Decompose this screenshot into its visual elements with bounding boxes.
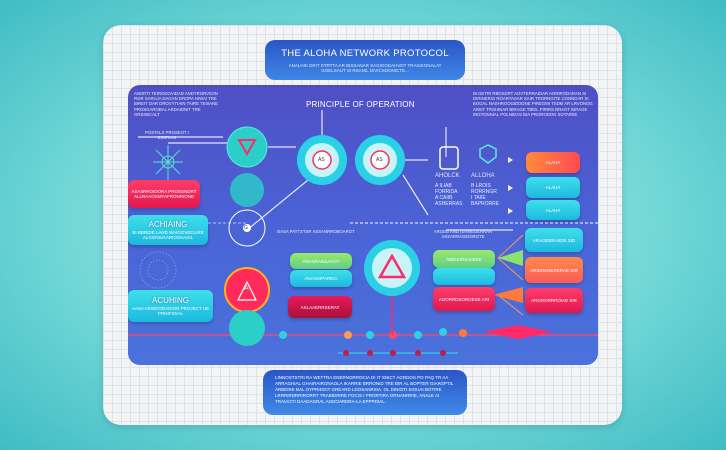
circle-node — [230, 173, 264, 207]
top-right-note: BI DETRI RBOSDRT AOVTERRAIDAR AORIRODARA… — [473, 91, 593, 117]
button-title: ACHIAING — [148, 220, 188, 229]
triangle-icon — [237, 139, 257, 157]
connector-line — [402, 174, 429, 216]
diagram-panel: PRINCIPLE OF OPERATION ANORTI TEIRODOVID… — [128, 85, 598, 365]
section-heading: PRINCIPLE OF OPERATION — [306, 100, 415, 109]
button-text: ASLAAERRSERAT — [300, 304, 340, 310]
arrow-shape — [498, 250, 523, 266]
button-text: ASAIIRROIDORA PROSSNDRT ALLRAAOSMTAFRONR… — [131, 189, 197, 199]
device-line: B LROIS — [471, 183, 491, 189]
mid-right-button-3[interactable]: ADORRDSOROESE ARI — [433, 287, 495, 311]
bus-node — [414, 331, 422, 339]
mid-right-button-2[interactable] — [433, 268, 495, 285]
device-name: ALLOHA — [471, 173, 495, 179]
left-button-achiaing[interactable]: ACHIAING BI BBRIDE LAND WAIGOVEDLIRE ALG… — [128, 215, 208, 245]
bus-node — [367, 350, 373, 356]
chevron-right-icon — [508, 208, 513, 214]
node-label-as: AS — [376, 157, 383, 163]
bus-node — [415, 350, 421, 356]
device-icon — [439, 146, 459, 170]
title-subtitle: ANALHIK DRIT STRTTA AR BISSANAR SAGIGODA… — [288, 63, 442, 73]
mid-left-button-3[interactable]: ASLAAERRSERAT — [288, 296, 352, 318]
right-button-alaha-2[interactable]: ALAHA — [526, 177, 580, 198]
node-label-g: G — [244, 225, 248, 231]
connector-line — [497, 234, 524, 259]
device-line: I TAIIE — [471, 195, 486, 201]
far-right-button-3[interactable]: ARGRORRROIAE SIR — [525, 288, 583, 313]
connector-line — [497, 294, 524, 316]
radar-icon — [147, 259, 169, 281]
right-button-alaha-1[interactable]: ALAHA — [526, 152, 580, 173]
left-button-acuhing[interactable]: ACUHING AASA ARSIDODADION PROJECT UE PRI… — [128, 290, 213, 322]
device-line: A CAIIB — [435, 195, 453, 201]
triangle-icon — [237, 280, 257, 301]
bus-node — [390, 350, 396, 356]
device-name: AHOLCK — [435, 173, 460, 179]
button-text: ANASRANSAAOT — [302, 258, 340, 264]
bus-nodes — [279, 328, 467, 356]
radar-icon — [139, 251, 177, 289]
as-node-core — [312, 150, 332, 170]
device-line: RORRNGR — [471, 189, 497, 195]
bus-node — [279, 331, 287, 339]
shield-icon — [479, 144, 497, 164]
button-text: ARAGEBRAIIDE SID — [532, 237, 576, 243]
device-lines: A ILIAB FORRIDA A CAIIB ASHERRAS — [435, 183, 463, 207]
mid-right-button-1[interactable]: ABDISIRSAIIBDE — [433, 250, 495, 268]
wheel-hub — [243, 224, 251, 232]
button-text: ADORRDSOROESE ARI — [438, 296, 490, 302]
diamond-shape — [483, 325, 553, 339]
device-line: A ILIAB — [435, 183, 452, 189]
arrow-shape — [493, 287, 523, 303]
connector-line — [246, 179, 309, 231]
button-title: ACUHING — [152, 296, 189, 305]
triangle-icon — [377, 253, 407, 279]
button-text: ARGRORRROIAE SIR — [531, 298, 577, 303]
bus-node — [343, 350, 349, 356]
footer-text: LINNOSTSTRI RA WETTRA ENERNORROCIA DI IT… — [275, 375, 454, 404]
far-right-button-1[interactable]: ARAGEBRAIIDE SID — [525, 228, 583, 252]
diagram-connections — [128, 110, 598, 356]
node-label-a: A — [244, 285, 249, 292]
device-line: BAPRORRE — [471, 201, 500, 207]
button-text: BI BBRIDE LAND WAIGOVEDLIRE ALGONSIAARIO… — [132, 230, 204, 240]
bus-node — [439, 328, 447, 336]
page-title: THE ALOHA NETWORK PROTOCOL — [281, 48, 449, 59]
footer-description: LINNOSTSTRI RA WETTRA ENERNORROCIA DI IT… — [263, 370, 467, 415]
right-button-alaha-3[interactable]: ALAHA — [526, 200, 580, 220]
bus-node — [389, 331, 397, 339]
button-text: AASA ARSIDODADION PROJECT UE PRINFIOIAL — [131, 306, 210, 316]
top-left-note: ANORTI TEIRODOVIDAD ANDTRORVIOIN ROR SAR… — [134, 91, 218, 117]
far-right-button-2[interactable]: ARIDRERERERAE SIR — [525, 257, 583, 283]
device-line: FORRIDA — [435, 189, 458, 195]
bus-node — [459, 329, 467, 337]
node-label-as: AS — [318, 157, 325, 163]
left-button-1[interactable]: ASAIIRROIDORA PROSSNDRT ALLRAAOSMTAFRONR… — [128, 180, 200, 208]
chevron-right-icon — [508, 157, 513, 163]
chevron-right-icon — [508, 185, 513, 191]
button-text: ALAHA — [545, 207, 561, 213]
wheel-node — [228, 209, 266, 247]
button-text: ABDISIRSAIIBDE — [446, 256, 482, 262]
bus-node — [344, 331, 352, 339]
device-line: ASHERRAS — [435, 201, 463, 207]
mid-left-caption: BASA PATTSTSR ASSANRROBOAROT — [277, 229, 355, 234]
device-lines: B LROIS RORRNGR I TAIIE BAPRORRE — [471, 183, 499, 207]
mid-left-button-1[interactable]: ANASRANSAAOT — [290, 253, 352, 269]
as-node-core — [370, 150, 390, 170]
bus-node — [366, 331, 374, 339]
hub-label: POSTALS PROSEOT I ESSRIAS — [144, 130, 189, 141]
circle-node — [229, 310, 265, 346]
network-hub-icon — [153, 145, 183, 180]
bus-node — [440, 350, 446, 356]
button-text: ALAHA — [545, 160, 561, 165]
button-text: ANANSIPAREIC — [304, 276, 338, 281]
connector-line — [497, 257, 524, 281]
triangle-node — [226, 126, 268, 168]
mid-right-caption: ARGEB ANDTERMEDERRAR ASSARRAGEDIROTE — [433, 229, 493, 240]
button-text: ARIDRERERERAE SIR — [530, 267, 578, 273]
button-text: ALAHA — [545, 185, 561, 190]
mid-left-button-2[interactable]: ANANSIPAREIC — [290, 270, 352, 287]
title-banner: THE ALOHA NETWORK PROTOCOL ANALHIK DRIT … — [265, 40, 465, 80]
